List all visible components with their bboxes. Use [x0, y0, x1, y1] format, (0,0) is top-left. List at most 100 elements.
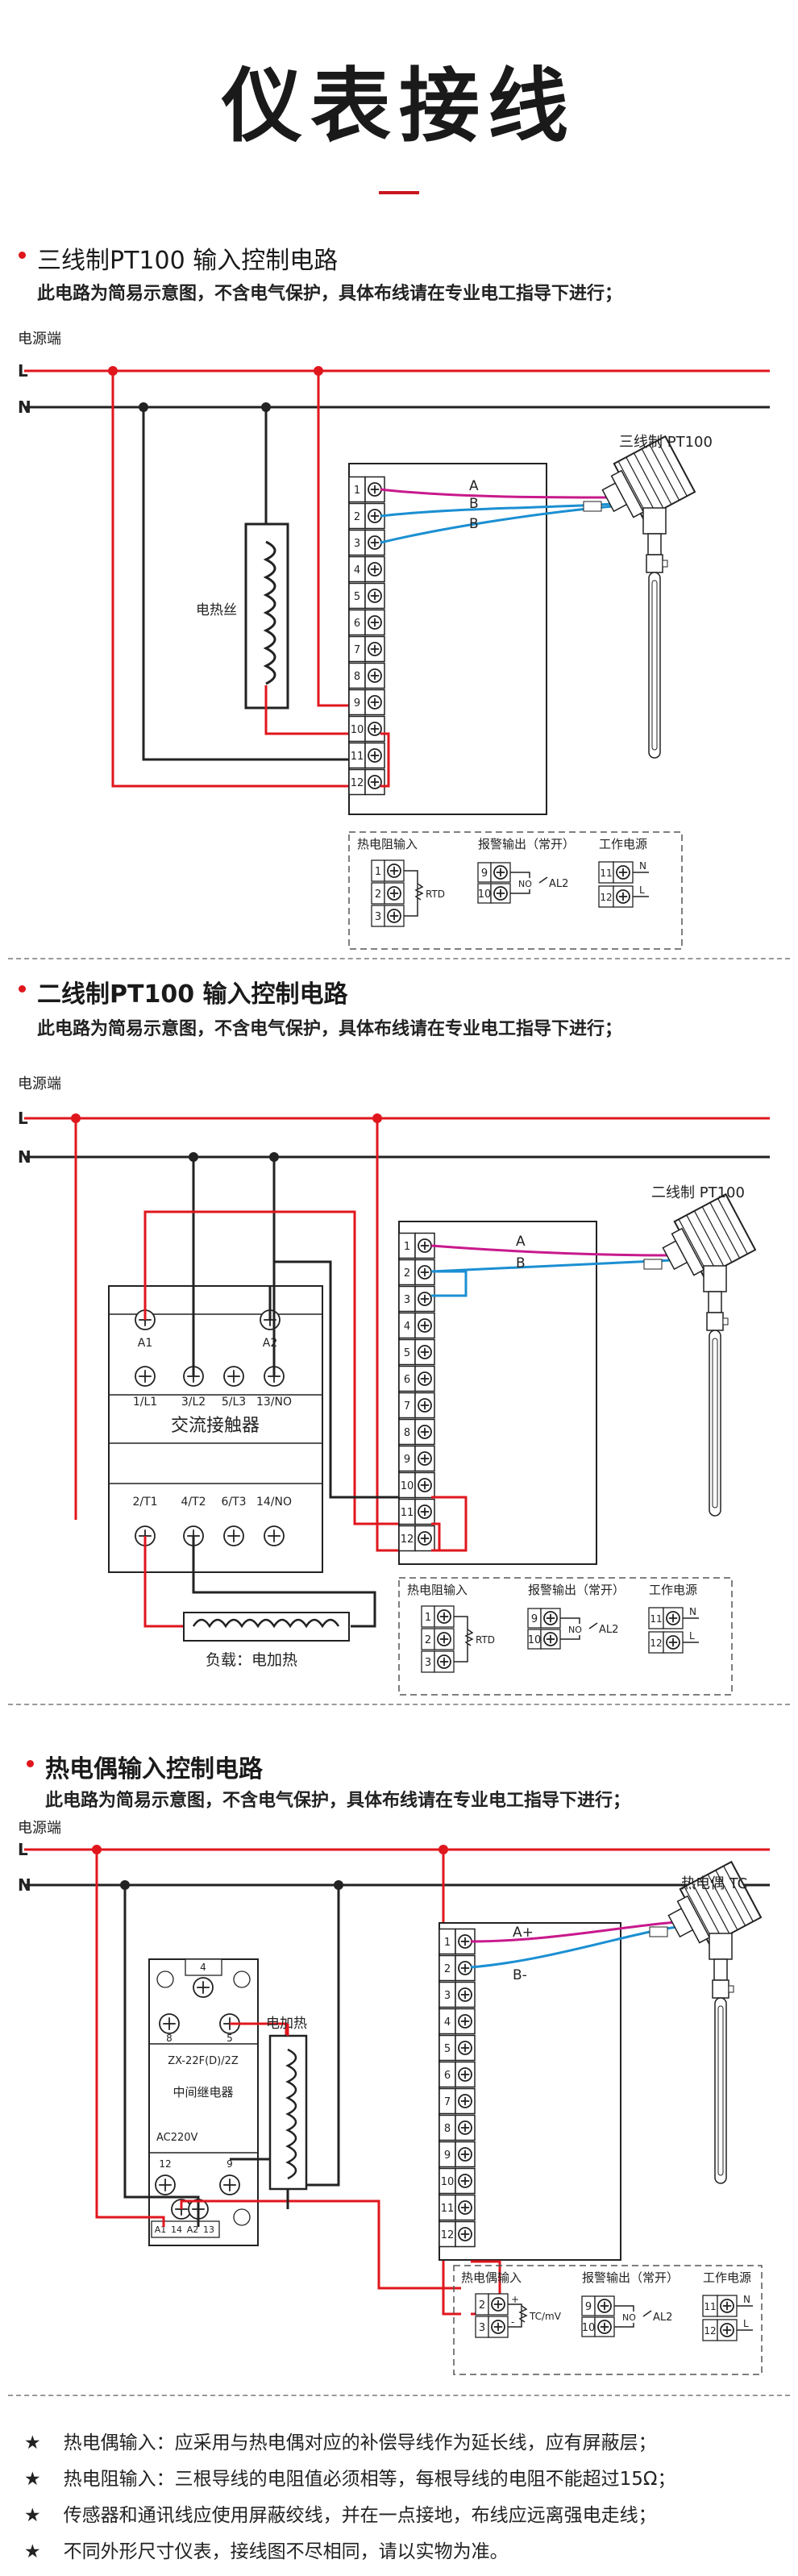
- power-label: 电源端: [18, 1076, 61, 1092]
- footnote-item: ★热电阻输入：三根导线的电阻值必须相等，每根导线的电阻不能超过15Ω；: [24, 2463, 675, 2491]
- alarm-output-label: AL2: [599, 1624, 618, 1636]
- screw-terminal-icon: [368, 509, 382, 523]
- coil-terminal-label: A1: [138, 1337, 152, 1350]
- terminal-number: 2: [444, 1963, 451, 1975]
- terminal-number: 10: [351, 724, 364, 736]
- relay-pin-label: 12: [159, 2158, 171, 2170]
- input-tag: TC/mV: [529, 2311, 562, 2322]
- terminal-number: 2: [354, 511, 360, 523]
- terminal-row: 2: [398, 1259, 435, 1286]
- screw-terminal-icon: [368, 722, 382, 736]
- line-label-n: N: [18, 1147, 31, 1167]
- contactor-name: 交流接触器: [171, 1416, 260, 1436]
- page-title: 仪表接线: [222, 59, 576, 153]
- terminal-row: 6: [398, 1365, 435, 1392]
- temperature-probe-icon: [649, 1860, 763, 2184]
- screw-terminal-icon: [458, 2014, 472, 2029]
- terminal-number: 12: [441, 2229, 455, 2241]
- screw-terminal-icon: [616, 889, 630, 904]
- screw-terminal-icon: [418, 1478, 432, 1492]
- terminal-number: 9: [481, 868, 488, 880]
- wire-label: A: [469, 478, 479, 494]
- alarm-output-label: AL2: [653, 2312, 672, 2324]
- terminal-number: 6: [404, 1374, 410, 1386]
- screw-terminal-icon: [418, 1425, 432, 1439]
- screw-terminal-icon: [155, 2174, 176, 2195]
- screw-terminal-icon: [597, 2320, 612, 2334]
- terminal-number: 11: [441, 2203, 455, 2215]
- terminal-row: 5: [398, 1338, 435, 1366]
- terminal-number: 9: [444, 2149, 451, 2162]
- terminal-number: 12: [600, 892, 612, 903]
- screw-terminal-icon: [418, 1292, 432, 1306]
- terminal-number: 12: [401, 1534, 414, 1546]
- terminal-row: 7: [348, 635, 385, 663]
- line-label-n: N: [18, 1875, 31, 1895]
- section-divider: [8, 958, 790, 959]
- section-bullet-icon: [19, 985, 26, 993]
- footnote-text: 热电阻输入：三根导线的电阻值必须相等，每根导线的电阻不能超过15Ω；: [63, 2469, 676, 2490]
- legend-group-title: 热电偶输入: [461, 2270, 522, 2285]
- relay-voltage: AC220V: [156, 2132, 198, 2144]
- screw-terminal-icon: [458, 2227, 472, 2241]
- contactor-terminal-label: 4/T2: [181, 1496, 206, 1509]
- polarity-tag: +: [511, 2294, 519, 2305]
- legend-group-title: 热电阻输入: [407, 1583, 468, 1597]
- terminal-number: 10: [478, 888, 492, 901]
- terminal-row: 4: [438, 2008, 476, 2035]
- screw-terminal-icon: [418, 1345, 432, 1359]
- terminal-row: 7: [398, 1392, 435, 1419]
- screw-terminal-icon: [491, 2297, 505, 2312]
- wire-label: A: [516, 1234, 526, 1250]
- wire-label: B: [516, 1255, 526, 1271]
- power-tag: N: [639, 860, 646, 872]
- terminal-number: 4: [444, 2016, 451, 2029]
- terminal-number: 1: [444, 1937, 451, 1949]
- relay-pin-label: 13: [203, 2224, 214, 2235]
- sensor-label: 热电偶 TC: [681, 1875, 747, 1892]
- screw-terminal-icon: [387, 864, 401, 878]
- section-title: 热电偶输入控制电路: [45, 1755, 263, 1783]
- terminal-row: 1: [348, 476, 385, 503]
- relay-model: ZX-22F(D)/2Z: [168, 2055, 239, 2067]
- terminal-number: 5: [444, 2043, 451, 2055]
- terminal-number: 9: [354, 697, 360, 710]
- screw-terminal-icon: [458, 1961, 472, 1975]
- terminal-number: 9: [585, 2301, 592, 2313]
- terminal-number: 4: [354, 564, 360, 576]
- screw-terminal-icon: [458, 2094, 472, 2108]
- screw-terminal-icon: [159, 2013, 180, 2034]
- footnote-item: ★热电偶输入：应采用与热电偶对应的补偿导线作为延长线，应有屏蔽层；: [24, 2427, 657, 2454]
- contactor-terminal-label: 3/L2: [181, 1396, 206, 1409]
- section-bullet-icon: [19, 252, 26, 259]
- contactor-terminal-label: 5/L3: [222, 1396, 246, 1409]
- terminal-number: 10: [401, 1480, 414, 1492]
- screw-terminal-icon: [368, 695, 382, 710]
- terminal-number: 2: [479, 2299, 485, 2312]
- footnote-text: 传感器和通讯线应使用屏蔽绞线，并在一点接地，布线应远离强电走线；: [63, 2505, 657, 2526]
- wire-label: A+: [513, 1925, 534, 1941]
- screw-terminal-icon: [493, 886, 508, 901]
- star-icon: ★: [24, 2541, 41, 2562]
- power-label: 电源端: [18, 331, 61, 347]
- sensor-label: 三线制 PT100: [619, 434, 713, 451]
- terminal-number: 8: [354, 671, 360, 683]
- terminal-row: 10: [398, 1471, 435, 1499]
- relay-pin-label: 14: [171, 2224, 182, 2235]
- legend-group-title: 工作电源: [649, 1583, 697, 1597]
- screw-terminal-icon: [418, 1371, 432, 1386]
- screw-terminal-icon: [387, 886, 401, 901]
- screw-terminal-icon: [135, 1366, 156, 1387]
- section-note: 此电路为简易示意图，不含电气保护，具体布线请在专业电工指导下进行；: [37, 284, 623, 304]
- terminal-row: 10: [438, 2167, 476, 2195]
- legend-group-title: 报警输出（常开）: [528, 1583, 625, 1597]
- sensor-label: 二线制 PT100: [651, 1184, 745, 1201]
- terminal-row: 1: [398, 1232, 435, 1259]
- screw-terminal-icon: [368, 535, 382, 550]
- terminal-number: 10: [441, 2176, 455, 2188]
- terminal-number: 5: [354, 591, 360, 603]
- section-note: 此电路为简易示意图，不含电气保护，具体布线请在专业电工指导下进行；: [45, 1791, 631, 1811]
- screw-terminal-icon: [491, 2320, 505, 2334]
- terminal-number: 11: [650, 1613, 662, 1625]
